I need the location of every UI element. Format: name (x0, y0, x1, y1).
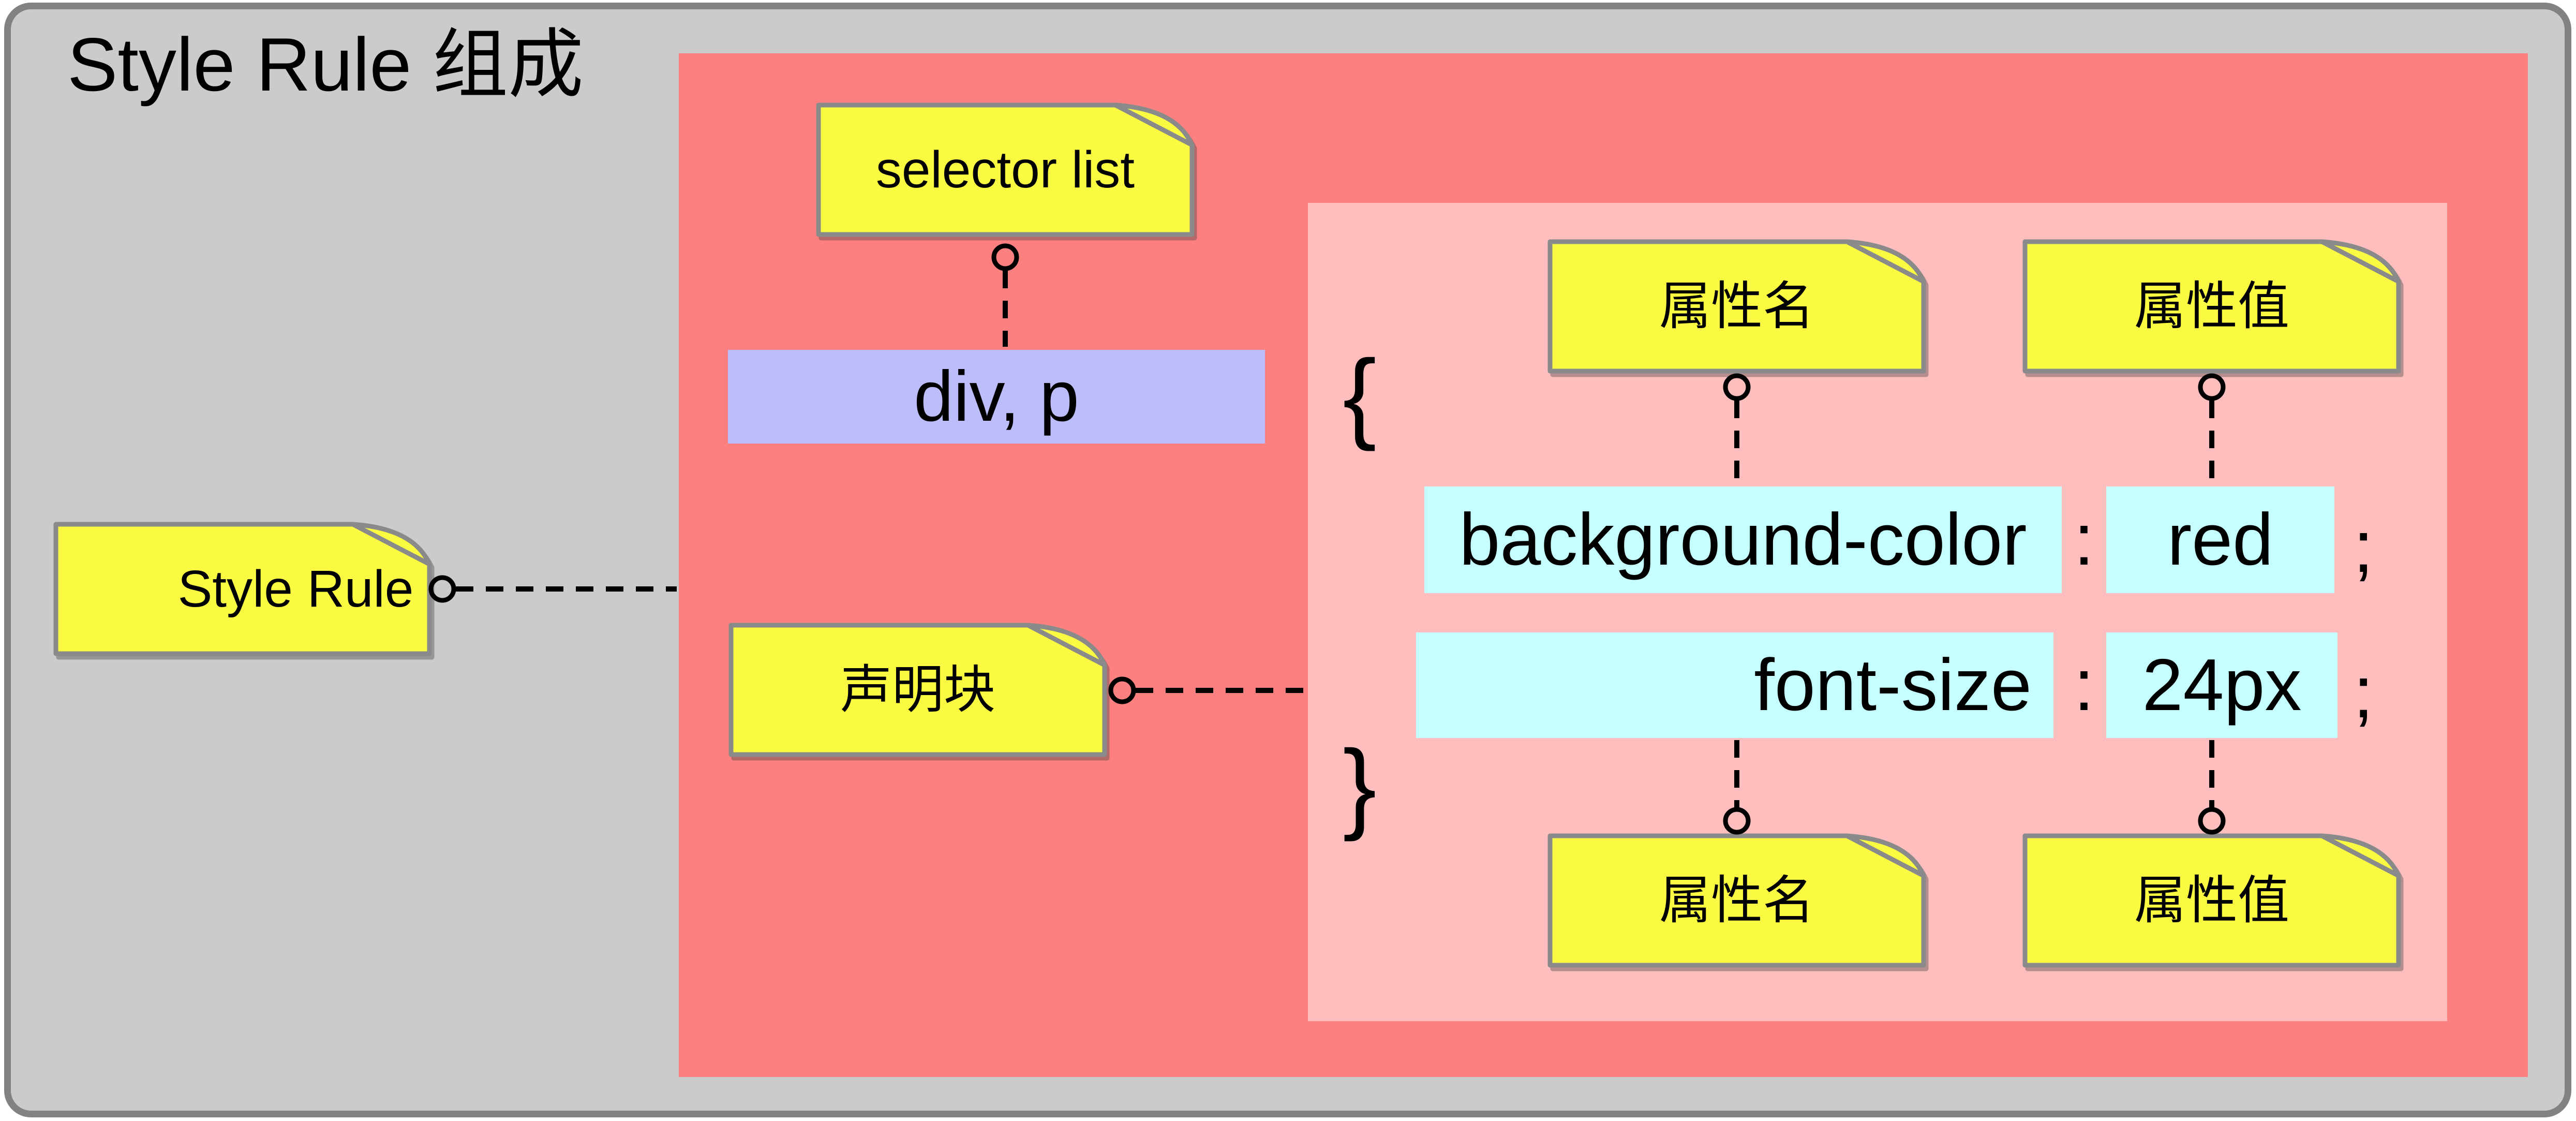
semicolon-1: ; (2353, 506, 2374, 588)
sticky-note-icon (2022, 833, 2401, 968)
open-brace: { (1343, 339, 1377, 452)
note-style-rule-label: Style Rule (177, 560, 414, 618)
sticky-note-icon (816, 102, 1195, 237)
note-style-rule: Style Rule (53, 522, 432, 656)
note-property-name-bottom: 属性名 (1547, 833, 1926, 968)
semicolon-2: ; (2353, 651, 2374, 733)
property-value-box-2: 24px (2106, 632, 2337, 738)
note-selector-list: selector list (816, 102, 1195, 237)
page-title: Style Rule 组成 (67, 22, 584, 107)
note-declaration-block: 声明块 (728, 623, 1107, 757)
note-selector-list-label: selector list (875, 141, 1135, 199)
property-value-box-1: red (2106, 486, 2334, 593)
colon-1: : (2074, 498, 2094, 581)
note-property-value-bottom-label: 属性值 (2134, 872, 2289, 930)
sticky-note-icon (1547, 239, 1926, 374)
property-name-box-2: font-size (1416, 632, 2053, 738)
sticky-note-icon (53, 522, 432, 656)
note-property-value-top: 属性值 (2022, 239, 2401, 374)
note-property-name-top-label: 属性名 (1659, 277, 1814, 335)
note-declaration-block-label: 声明块 (840, 661, 995, 719)
property-name-box-1: background-color (1424, 486, 2062, 593)
selector-example-box: div, p (728, 350, 1265, 444)
note-property-name-bottom-label: 属性名 (1659, 872, 1814, 930)
sticky-note-icon (2022, 239, 2401, 374)
note-property-value-bottom: 属性值 (2022, 833, 2401, 968)
sticky-note-icon (728, 623, 1107, 757)
note-property-name-top: 属性名 (1547, 239, 1926, 374)
colon-2: : (2074, 644, 2094, 726)
sticky-note-icon (1547, 833, 1926, 968)
note-property-value-top-label: 属性值 (2134, 277, 2289, 335)
close-brace: } (1343, 729, 1377, 842)
